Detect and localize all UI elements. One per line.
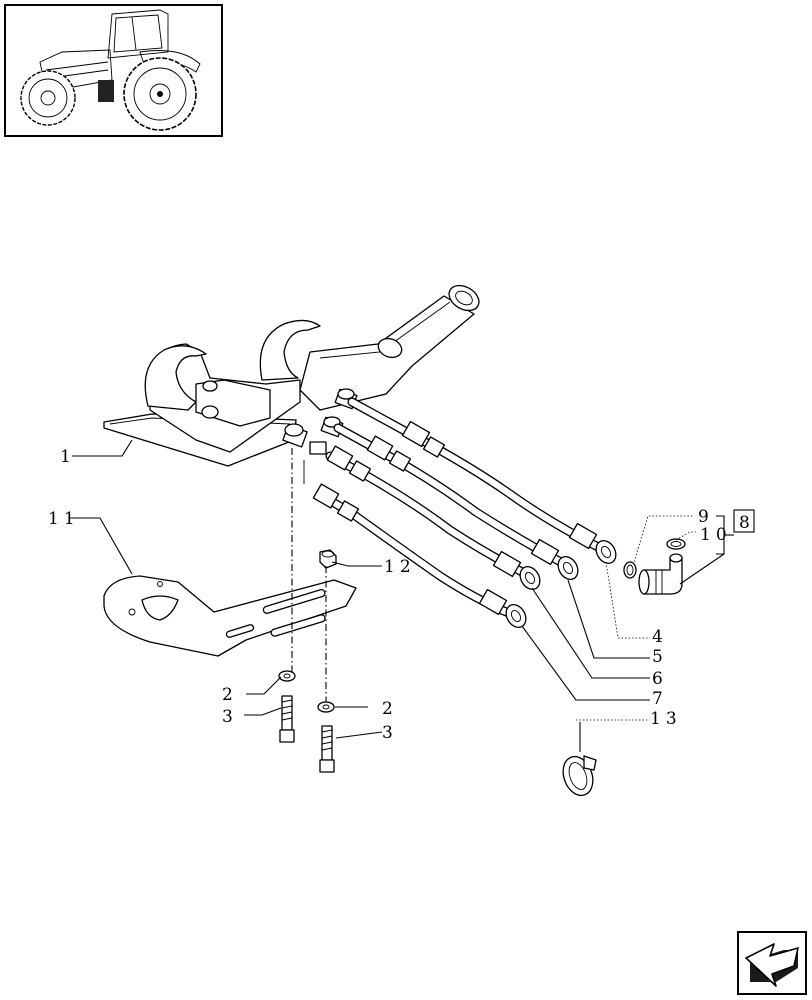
callout-1: 1: [60, 447, 76, 467]
screw-part-3-left: [279, 695, 295, 743]
callout-3-left: 3: [222, 707, 238, 727]
callout-3-right: 3: [382, 723, 398, 743]
callout-6: 6: [652, 669, 668, 689]
callout-7: 7: [652, 689, 668, 709]
callout-4: 4: [652, 627, 668, 647]
tractor-thumbnail-icon[interactable]: [4, 4, 223, 137]
callout-12: 12: [384, 557, 416, 577]
callout-2-left: 2: [222, 685, 238, 705]
o-ring-part-9-top: [666, 538, 686, 550]
callout-8: 8: [739, 513, 755, 533]
screw-part-3-right: [319, 725, 335, 773]
elbow-fitting-part-10: [638, 553, 683, 595]
hose-part-5: [333, 423, 579, 580]
callout-5: 5: [652, 647, 668, 667]
callout-10: 10: [700, 525, 732, 545]
hitch-bracket-part-1: [103, 284, 480, 467]
callout-2-right: 2: [382, 699, 398, 719]
callout-13: 13: [650, 709, 682, 729]
hose-clamp-part-13: [562, 755, 597, 797]
callout-11: 11: [48, 509, 80, 529]
o-ring-part-9: [623, 561, 637, 579]
nut-part-12: [319, 549, 337, 569]
callout-9: 9: [698, 507, 714, 527]
next-page-arrow-icon[interactable]: [737, 931, 807, 995]
washer-part-2-left: [278, 670, 296, 682]
callout-8-box: [733, 509, 755, 533]
washer-part-2-right: [317, 701, 335, 713]
hose-part-6: [325, 445, 541, 590]
leader-lines: [70, 439, 734, 752]
mounting-plate-part-11: [103, 575, 357, 657]
bracket-fittings: [282, 388, 358, 484]
hose-part-4: [347, 397, 617, 564]
callout-labels: 1 11 12 2 3 2 3 9 10 8 4 5 6 7 13: [48, 447, 755, 743]
